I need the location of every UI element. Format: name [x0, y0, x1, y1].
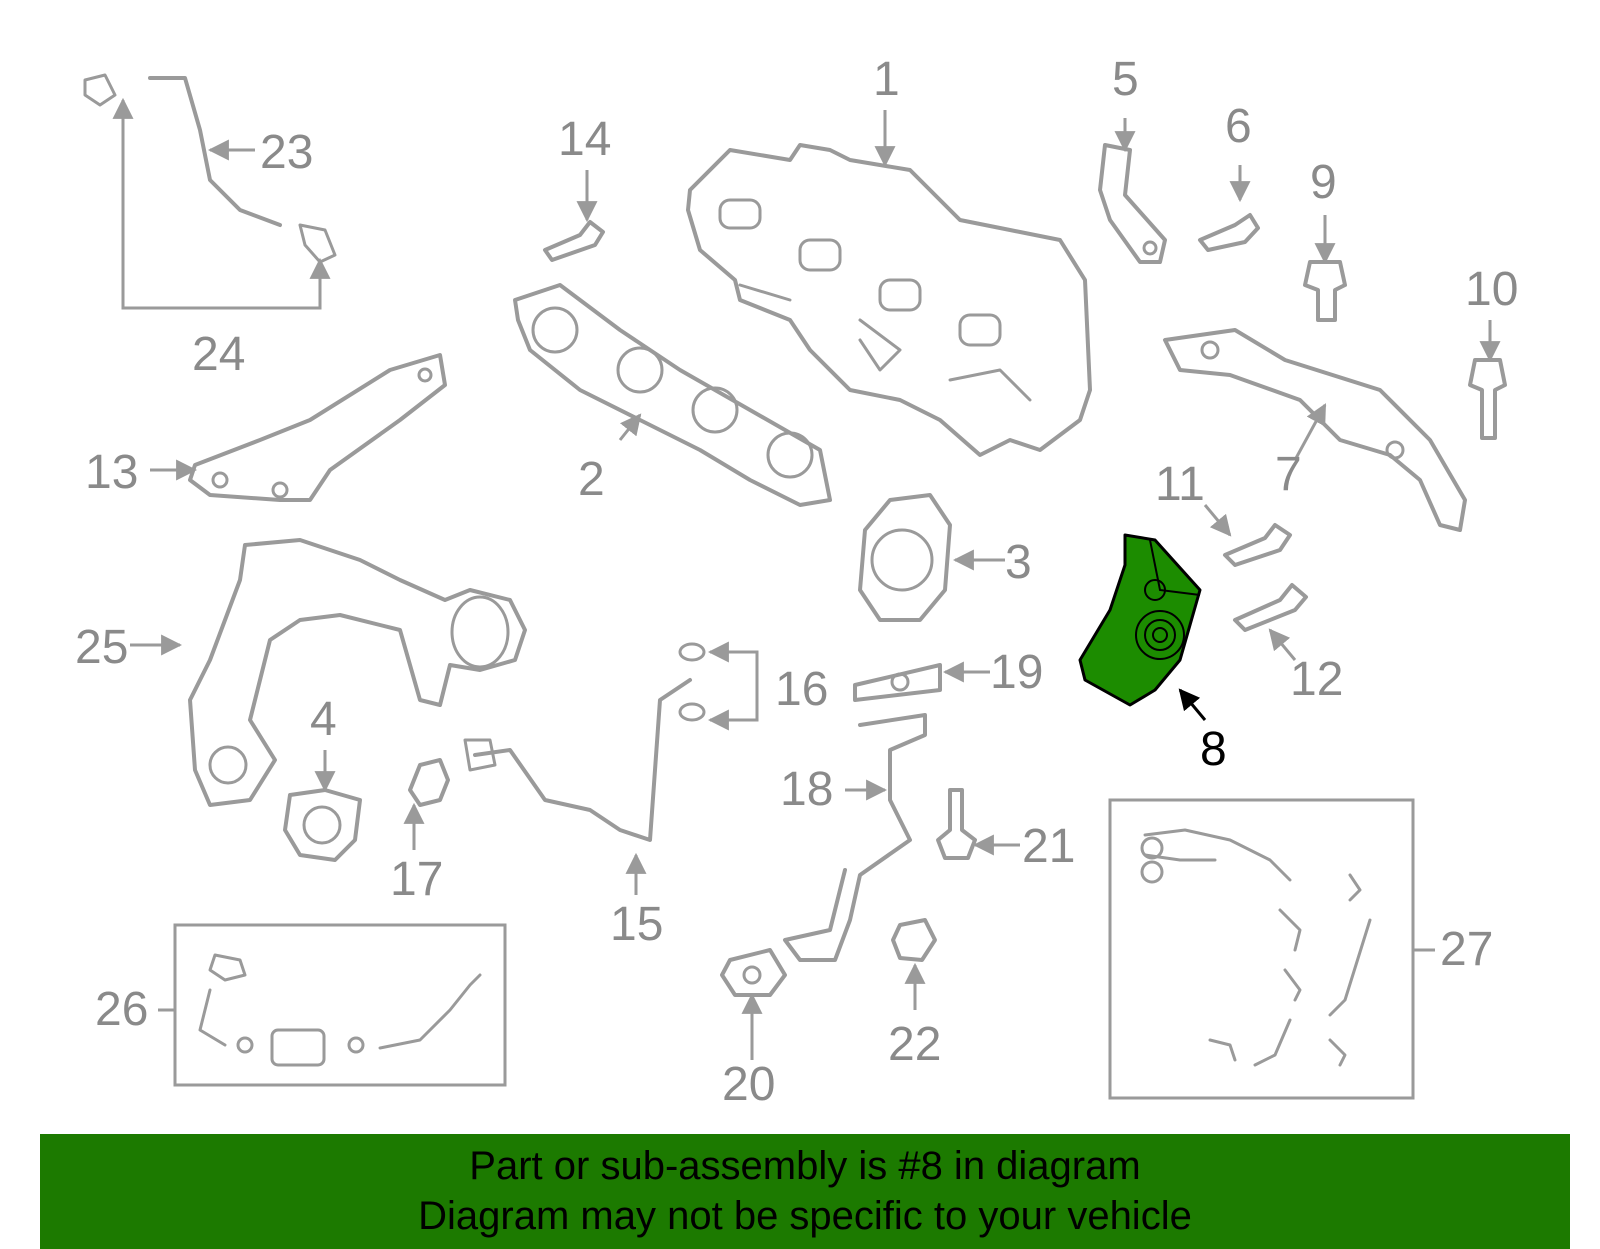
leader-lines: [130, 110, 1501, 1060]
callout-9: 9: [1310, 156, 1337, 209]
callout-17: 17: [390, 853, 443, 906]
part-5-bracket[interactable]: [1098, 143, 1167, 264]
part-2-manifold-gasket[interactable]: [513, 283, 832, 507]
part-11-bolt[interactable]: [1223, 523, 1292, 567]
callout-16: 16: [775, 663, 828, 716]
callout-13: 13: [85, 446, 138, 499]
part-18-return-pipe[interactable]: [783, 713, 927, 962]
part-9-bolt[interactable]: [1303, 260, 1347, 322]
part-7-bracket[interactable]: [1163, 328, 1467, 532]
part-12-bolt[interactable]: [1233, 583, 1308, 632]
info-banner: Part or sub-assembly is #8 in diagram Di…: [40, 1134, 1570, 1249]
callout-14: 14: [558, 113, 611, 166]
callout-6: 6: [1225, 100, 1252, 153]
callout-21: 21: [1022, 820, 1075, 873]
callout-26: 26: [95, 983, 148, 1036]
part-19-gasket[interactable]: [853, 663, 942, 702]
part-17-fitting[interactable]: [408, 758, 450, 807]
callout-1: 1: [873, 53, 900, 106]
callout-5: 5: [1112, 53, 1139, 106]
part-24-bracket-leader: [112, 97, 331, 310]
part-15-oil-line[interactable]: [463, 678, 692, 842]
banner-line-2: Diagram may not be specific to your vehi…: [418, 1194, 1192, 1238]
callout-19: 19: [990, 646, 1043, 699]
part-3-gasket[interactable]: [858, 493, 952, 622]
banner-line-1: Part or sub-assembly is #8 in diagram: [469, 1144, 1141, 1188]
part-20-gasket[interactable]: [720, 948, 787, 997]
callout-4: 4: [310, 693, 337, 746]
part-25-intake-duct[interactable]: [188, 538, 527, 807]
callout-20: 20: [722, 1058, 775, 1111]
callout-23: 23: [260, 126, 313, 179]
callout-15: 15: [610, 898, 663, 951]
part-1-exhaust-manifold[interactable]: [686, 143, 1092, 457]
callout-11: 11: [1155, 458, 1205, 511]
part-14-bolt[interactable]: [543, 220, 605, 262]
callout-12: 12: [1290, 653, 1343, 706]
callout-labels: 1 2 3 4 5 6 7 8 9 10 11 12 13 14 15 16 1…: [75, 53, 1518, 1111]
callout-3: 3: [1005, 536, 1032, 589]
callout-22: 22: [888, 1018, 941, 1071]
part-4-gasket[interactable]: [283, 788, 362, 862]
callout-8: 8: [1200, 723, 1227, 776]
part-26-subassembly-box[interactable]: [173, 923, 507, 1087]
part-13-bracket[interactable]: [188, 353, 447, 502]
part-27-subassembly-box[interactable]: [1108, 798, 1415, 1100]
part-16-washers[interactable]: [678, 642, 706, 722]
part-6-bolt[interactable]: [1198, 213, 1260, 252]
part-10-bolt[interactable]: [1468, 358, 1507, 440]
callout-2: 2: [578, 453, 605, 506]
part-21-bolt[interactable]: [936, 788, 977, 860]
callout-25: 25: [75, 621, 128, 674]
callout-27: 27: [1440, 923, 1493, 976]
callout-24: 24: [192, 328, 245, 381]
part-8-heat-shield-highlighted[interactable]: [1078, 533, 1202, 707]
part-22-nut[interactable]: [891, 918, 937, 962]
callout-10: 10: [1465, 263, 1518, 316]
callout-7: 7: [1275, 448, 1302, 501]
callout-18: 18: [780, 763, 833, 816]
